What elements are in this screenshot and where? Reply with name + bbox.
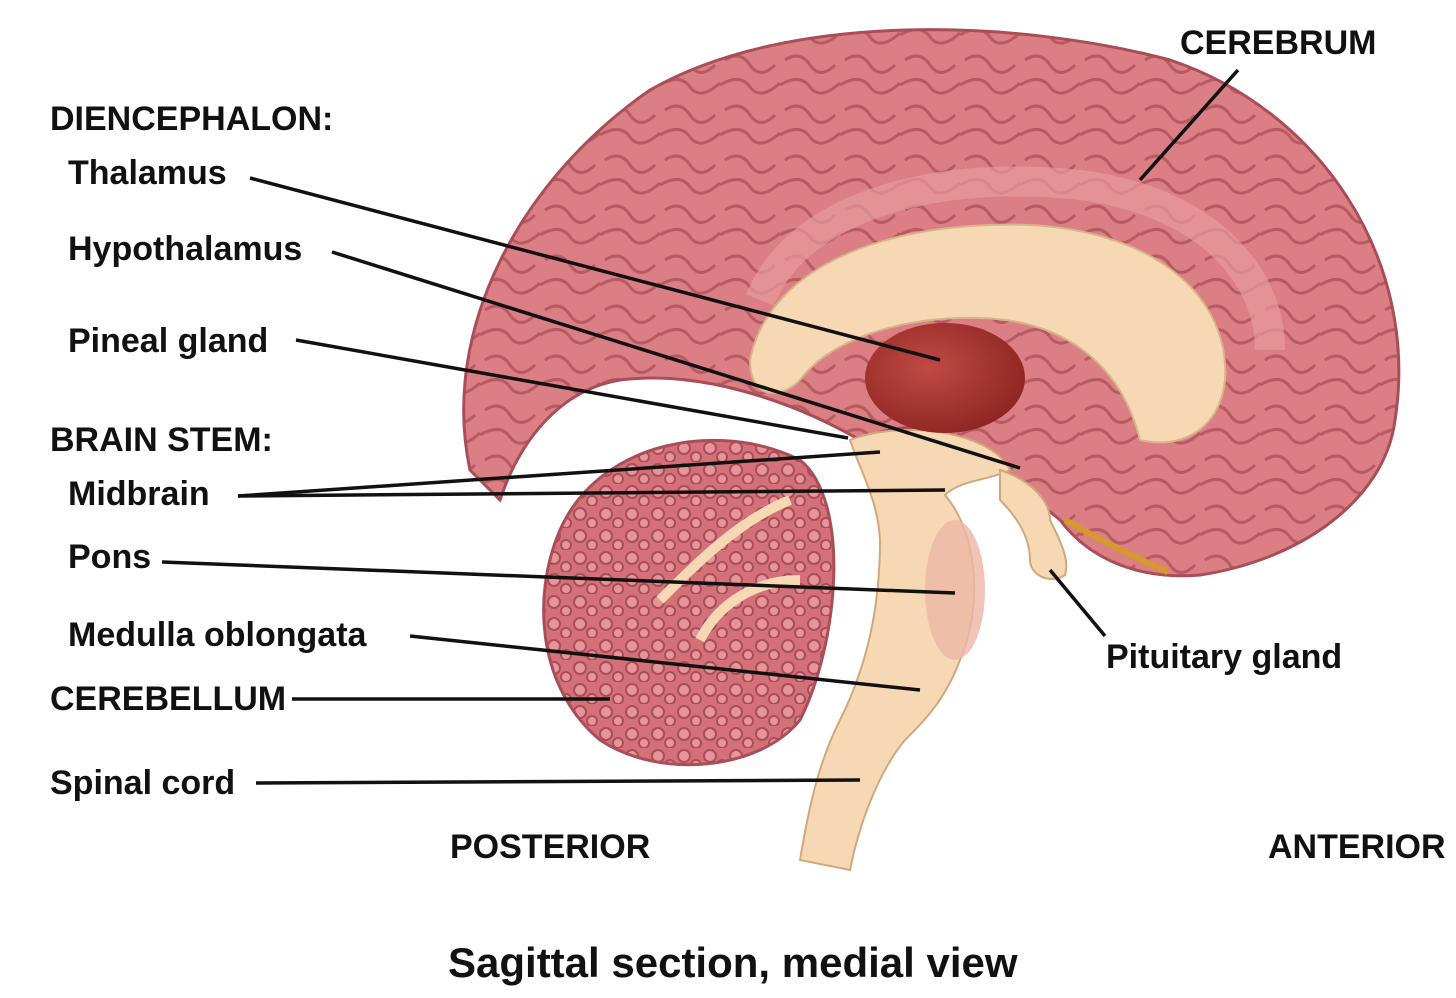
label-thalamus: Thalamus <box>68 154 227 192</box>
leader-midbrain-1 <box>237 450 881 498</box>
leader-spinal-cord <box>255 778 861 785</box>
leader-thalamus <box>249 176 941 362</box>
label-pineal-gland: Pineal gland <box>68 322 269 360</box>
corpus-callosum <box>748 223 1227 444</box>
label-medulla: Medulla oblongata <box>68 616 367 654</box>
label-diencephalon: DIENCEPHALON: <box>50 100 334 138</box>
figure-caption: Sagittal section, medial view <box>448 939 1018 986</box>
label-brain-stem: BRAIN STEM: <box>50 421 273 459</box>
label-spinal-cord: Spinal cord <box>50 764 236 802</box>
label-pons: Pons <box>68 538 152 576</box>
label-hypothalamus: Hypothalamus <box>68 230 303 268</box>
leader-pineal <box>295 338 849 440</box>
cerebellum-shape <box>542 438 836 767</box>
label-posterior: POSTERIOR <box>450 828 651 866</box>
label-cerebellum: CEREBELLUM <box>50 680 287 718</box>
leader-pituitary <box>1048 568 1107 638</box>
thalamus-shape <box>865 323 1025 433</box>
leader-medulla <box>409 634 921 692</box>
label-anterior: ANTERIOR <box>1268 828 1446 866</box>
label-cerebrum: CEREBRUM <box>1180 24 1377 62</box>
pituitary-shape <box>999 468 1068 580</box>
leader-midbrain-2 <box>237 488 946 498</box>
label-pituitary-gland: Pituitary gland <box>1106 638 1343 676</box>
leader-lines <box>161 68 1240 785</box>
brainstem-shape <box>798 429 1012 872</box>
leader-hypothalamus <box>331 250 1021 470</box>
label-midbrain: Midbrain <box>68 475 210 513</box>
leader-pons <box>161 560 956 595</box>
leader-cerebrum <box>1138 68 1240 182</box>
